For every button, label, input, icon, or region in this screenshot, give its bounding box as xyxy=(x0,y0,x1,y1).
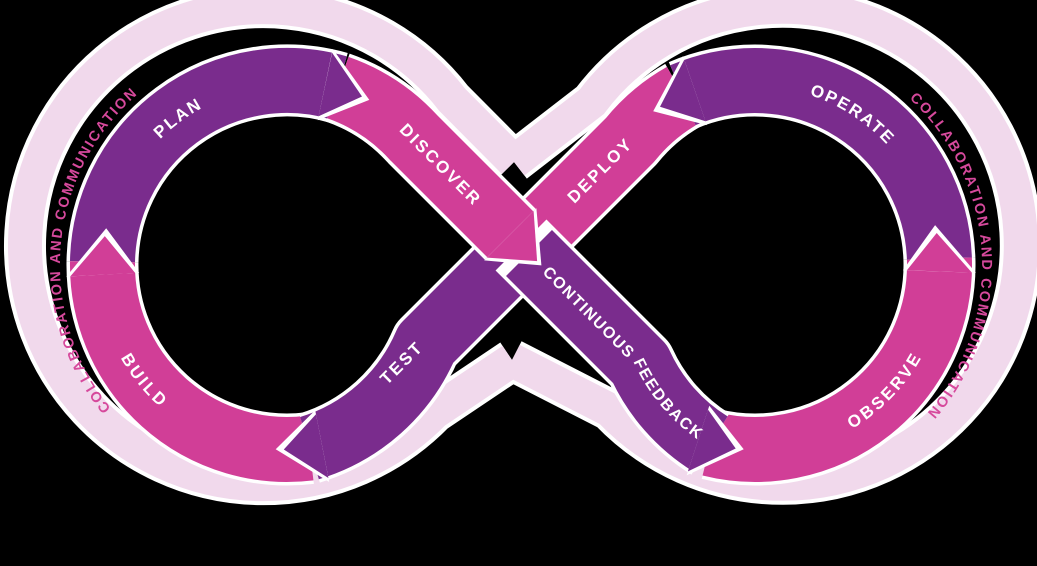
segment-test xyxy=(299,209,561,480)
arrow-observe-to-operate-icon xyxy=(906,233,972,273)
arrow-operate-to-deploy-icon xyxy=(660,59,706,122)
segment-build xyxy=(69,261,314,482)
arrow-test-to-build-icon xyxy=(283,414,329,478)
arrow-discover-to-feedback-icon xyxy=(487,211,538,262)
segment-observe xyxy=(702,257,972,482)
arrow-plan-to-discover-icon xyxy=(318,52,362,117)
segment-plan xyxy=(70,48,347,264)
arrow-feedback-to-observe-icon xyxy=(687,409,736,472)
arrow-build-to-plan-icon xyxy=(70,236,136,277)
loop-segments xyxy=(66,44,976,486)
segment-operate xyxy=(670,48,972,261)
